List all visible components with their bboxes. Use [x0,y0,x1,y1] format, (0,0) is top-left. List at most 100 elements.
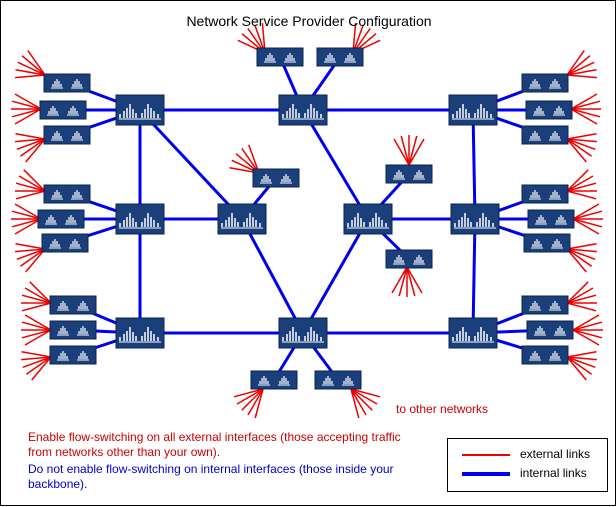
page-title: Network Service Provider Configuration [186,13,432,29]
legend: external links internal links [447,438,608,492]
external-link [247,144,260,174]
external-link [16,138,46,151]
external-link [15,69,46,76]
external-link [572,218,603,228]
external-link [566,49,585,76]
external-link [566,356,587,381]
external-link [241,388,264,411]
external-link-fan [21,351,52,381]
external-link-fan [21,314,52,346]
router-icon [115,94,165,126]
external-link [21,321,52,331]
router-icon [448,317,498,349]
external-link [566,243,597,250]
access-device-icon [39,100,87,120]
external-link [14,203,42,220]
external-link [18,175,46,192]
external-link [15,190,46,200]
external-link [406,266,416,297]
external-link [408,138,425,166]
external-link [566,55,591,76]
external-link [22,356,52,369]
external-link [19,248,46,267]
external-link [25,138,46,163]
access-device-icon [37,209,85,229]
access-device-icon [43,184,91,204]
external-link [566,69,597,76]
external-link [11,218,42,228]
external-link [572,321,603,331]
legend-external-label: external links [520,447,591,461]
external-link [350,388,360,419]
legend-external-row: external links [448,447,607,463]
external-link [25,356,52,375]
access-device-icon [385,164,433,184]
access-device-icon [526,320,574,340]
external-link [236,388,264,405]
access-device-icon [521,295,569,315]
external-link-fan [350,388,381,419]
router-icon [450,203,500,235]
external-link [25,248,46,273]
external-link [21,294,52,304]
access-device-icon [521,184,569,204]
external-link [350,388,373,411]
router-icon [217,203,267,235]
external-link [566,356,593,375]
external-link [566,302,597,312]
external-link [566,248,596,261]
external-link-fan [15,169,46,200]
external-link-fan [15,133,46,163]
external-link [24,287,52,304]
external-link [566,182,597,192]
external-link [566,356,597,361]
external-link [566,138,597,143]
external-link [23,169,46,192]
external-link [398,266,408,297]
external-link [572,210,603,220]
external-link [566,248,593,267]
external-link [15,74,46,79]
external-link [247,388,264,416]
external-link [15,182,46,192]
external-link-fan [566,133,597,163]
external-link [24,329,52,346]
access-device-icon [521,73,569,93]
legend-internal-label: internal links [520,466,587,480]
legend-external-line [462,454,510,456]
external-link [14,218,42,235]
access-device-icon [521,125,569,145]
access-device-icon [49,320,97,340]
external-link [572,314,600,331]
devices [37,47,575,390]
access-device-icon [314,370,362,390]
external-link-fan [393,135,425,166]
external-link [15,138,46,143]
router-icon [115,203,165,235]
external-link [29,281,52,304]
external-link [31,356,52,381]
access-device-icon [521,345,569,365]
access-device-icon [49,295,97,315]
external-link [14,108,42,125]
external-link [350,388,378,405]
access-device-icon [43,125,91,145]
external-link-fan [15,243,46,273]
external-link-fan [566,169,597,200]
external-links [11,23,603,419]
external-link [16,248,46,261]
external-link-fan [566,49,597,79]
external-link [15,133,46,140]
external-link [233,388,264,398]
external-link [566,138,593,157]
external-link [566,287,594,304]
access-device-icon [252,168,300,188]
external-link [566,138,596,151]
router-icon [278,94,328,126]
external-link [570,100,601,110]
external-link [566,61,595,76]
external-link [17,61,46,76]
external-link [350,388,367,416]
internal-interfaces-note: Do not enable flow-switching on internal… [28,462,394,491]
